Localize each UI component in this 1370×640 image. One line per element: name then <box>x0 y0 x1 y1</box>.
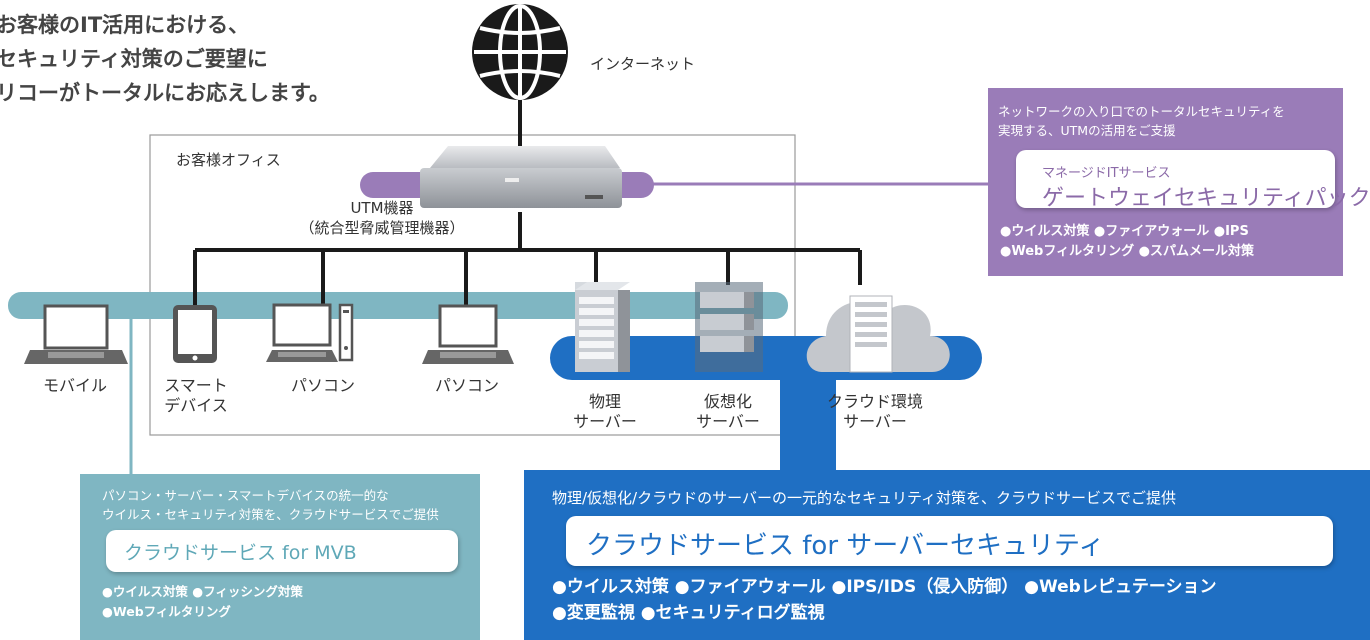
mvb-description: パソコン・サーバー・スマートデバイスの統一的な ウイルス・セキュリティ対策を、ク… <box>102 486 439 524</box>
physical-server-icon <box>575 282 630 372</box>
office-label: お客様オフィス <box>176 151 281 169</box>
gateway-service-title: ゲートウェイセキュリティパック <box>1042 186 1370 211</box>
gateway-features: ●ウイルス対策 ●ファイアウォール ●IPS ●Webフィルタリング ●スパムメ… <box>1000 222 1254 262</box>
virtual-server-label-line-2: サーバー <box>696 412 760 431</box>
mvb-description-line-1: パソコン・サーバー・スマートデバイスの統一的な <box>102 488 389 503</box>
server-features-line-2: ●変更監視 ●セキュリティログ監視 <box>552 603 825 623</box>
headline-line-1: お客様のIT活用における、 <box>0 13 250 37</box>
globe-icon <box>472 4 568 100</box>
cloud-server-label-line-2: サーバー <box>843 412 907 431</box>
headline-line-3: リコーがトータルにお応えします。 <box>0 81 330 105</box>
office-boundary <box>149 134 796 436</box>
physical-server-label: 物理 サーバー <box>550 392 660 432</box>
gateway-description: ネットワークの入り口でのトータルセキュリティを 実現する、UTMの活用をご支援 <box>998 102 1285 140</box>
virtual-server-label: 仮想化 サーバー <box>673 392 783 432</box>
server-description: 物理/仮想化/クラウドのサーバーの一元的なセキュリティ対策を、クラウドサービスで… <box>552 489 1177 507</box>
utm-label-line-2: （統合型脅威管理機器） <box>299 219 465 237</box>
mvb-features-line-1: ●ウイルス対策 ●フィッシング対策 <box>102 584 303 599</box>
mobile-laptop-icon <box>24 304 128 364</box>
gateway-description-line-1: ネットワークの入り口でのトータルセキュリティを <box>998 104 1285 119</box>
utm-device-icon <box>420 146 622 208</box>
utm-label-line-1: UTM機器 <box>350 199 414 217</box>
laptop-pc-icon <box>422 304 514 364</box>
pc-label-2: パソコン <box>434 376 499 395</box>
mvb-panel: パソコン・サーバー・スマートデバイスの統一的な ウイルス・セキュリティ対策を、ク… <box>80 474 480 640</box>
headline-line-2: セキュリティ対策のご要望に <box>0 47 268 71</box>
gateway-service-card[interactable]: マネージドITサービス ゲートウェイセキュリティパック <box>1016 150 1370 211</box>
server-features: ●ウイルス対策 ●ファイアウォール ●IPS/IDS（侵入防御） ●Webレピュ… <box>552 574 1217 626</box>
gateway-description-line-2: 実現する、UTMの活用をご支援 <box>998 123 1176 138</box>
smart-device-label: スマート デバイス <box>150 376 242 416</box>
utm-label: UTM機器 （統合型脅威管理機器） <box>252 198 512 238</box>
smart-device-label-line-2: デバイス <box>164 396 228 415</box>
pc-label-1: パソコン <box>290 376 355 395</box>
server-features-line-1: ●ウイルス対策 ●ファイアウォール ●IPS/IDS（侵入防御） ●Webレピュ… <box>552 577 1217 597</box>
network-cables <box>193 80 862 305</box>
physical-server-label-line-1: 物理 <box>588 392 621 411</box>
gateway-features-line-2: ●Webフィルタリング ●スパムメール対策 <box>1000 244 1254 259</box>
mvb-service-card[interactable]: クラウドサービス for MVB <box>106 530 458 572</box>
endpoint-band <box>8 292 788 319</box>
server-service-title: クラウドサービス for サーバーセキュリティ <box>586 531 1105 561</box>
smart-device-label-line-1: スマート <box>164 376 228 395</box>
gateway-features-line-1: ●ウイルス対策 ●ファイアウォール ●IPS <box>1000 224 1249 239</box>
virtual-server-icon <box>695 282 763 372</box>
mvb-service-title: クラウドサービス for MVB <box>124 542 357 564</box>
cloud-server-label-line-1: クラウド環境 <box>826 392 923 411</box>
mvb-features-line-2: ●Webフィルタリング <box>102 604 231 619</box>
mvb-description-line-2: ウイルス・セキュリティ対策を、クラウドサービスでご提供 <box>102 507 439 522</box>
internet-label: インターネット <box>590 55 696 73</box>
desktop-pc-icon <box>266 303 354 362</box>
cloud-server-label: クラウド環境 サーバー <box>810 392 940 432</box>
mobile-label: モバイル <box>42 376 107 395</box>
physical-server-label-line-2: サーバー <box>573 412 637 431</box>
gateway-service-subtitle: マネージドITサービス <box>1042 166 1171 181</box>
mvb-features: ●ウイルス対策 ●フィッシング対策 ●Webフィルタリング <box>102 582 303 622</box>
headline: お客様のIT活用における、 セキュリティ対策のご要望に リコーがトータルにお応え… <box>0 8 330 110</box>
virtual-server-label-line-1: 仮想化 <box>703 392 752 411</box>
smart-device-tablet-icon <box>173 305 217 363</box>
server-security-panel: 物理/仮想化/クラウドのサーバーの一元的なセキュリティ対策を、クラウドサービスで… <box>524 470 1370 640</box>
cloud-server-icon <box>806 295 950 373</box>
gateway-security-panel: ネットワークの入り口でのトータルセキュリティを 実現する、UTMの活用をご支援 … <box>988 88 1370 276</box>
server-service-card[interactable]: クラウドサービス for サーバーセキュリティ <box>566 516 1333 566</box>
